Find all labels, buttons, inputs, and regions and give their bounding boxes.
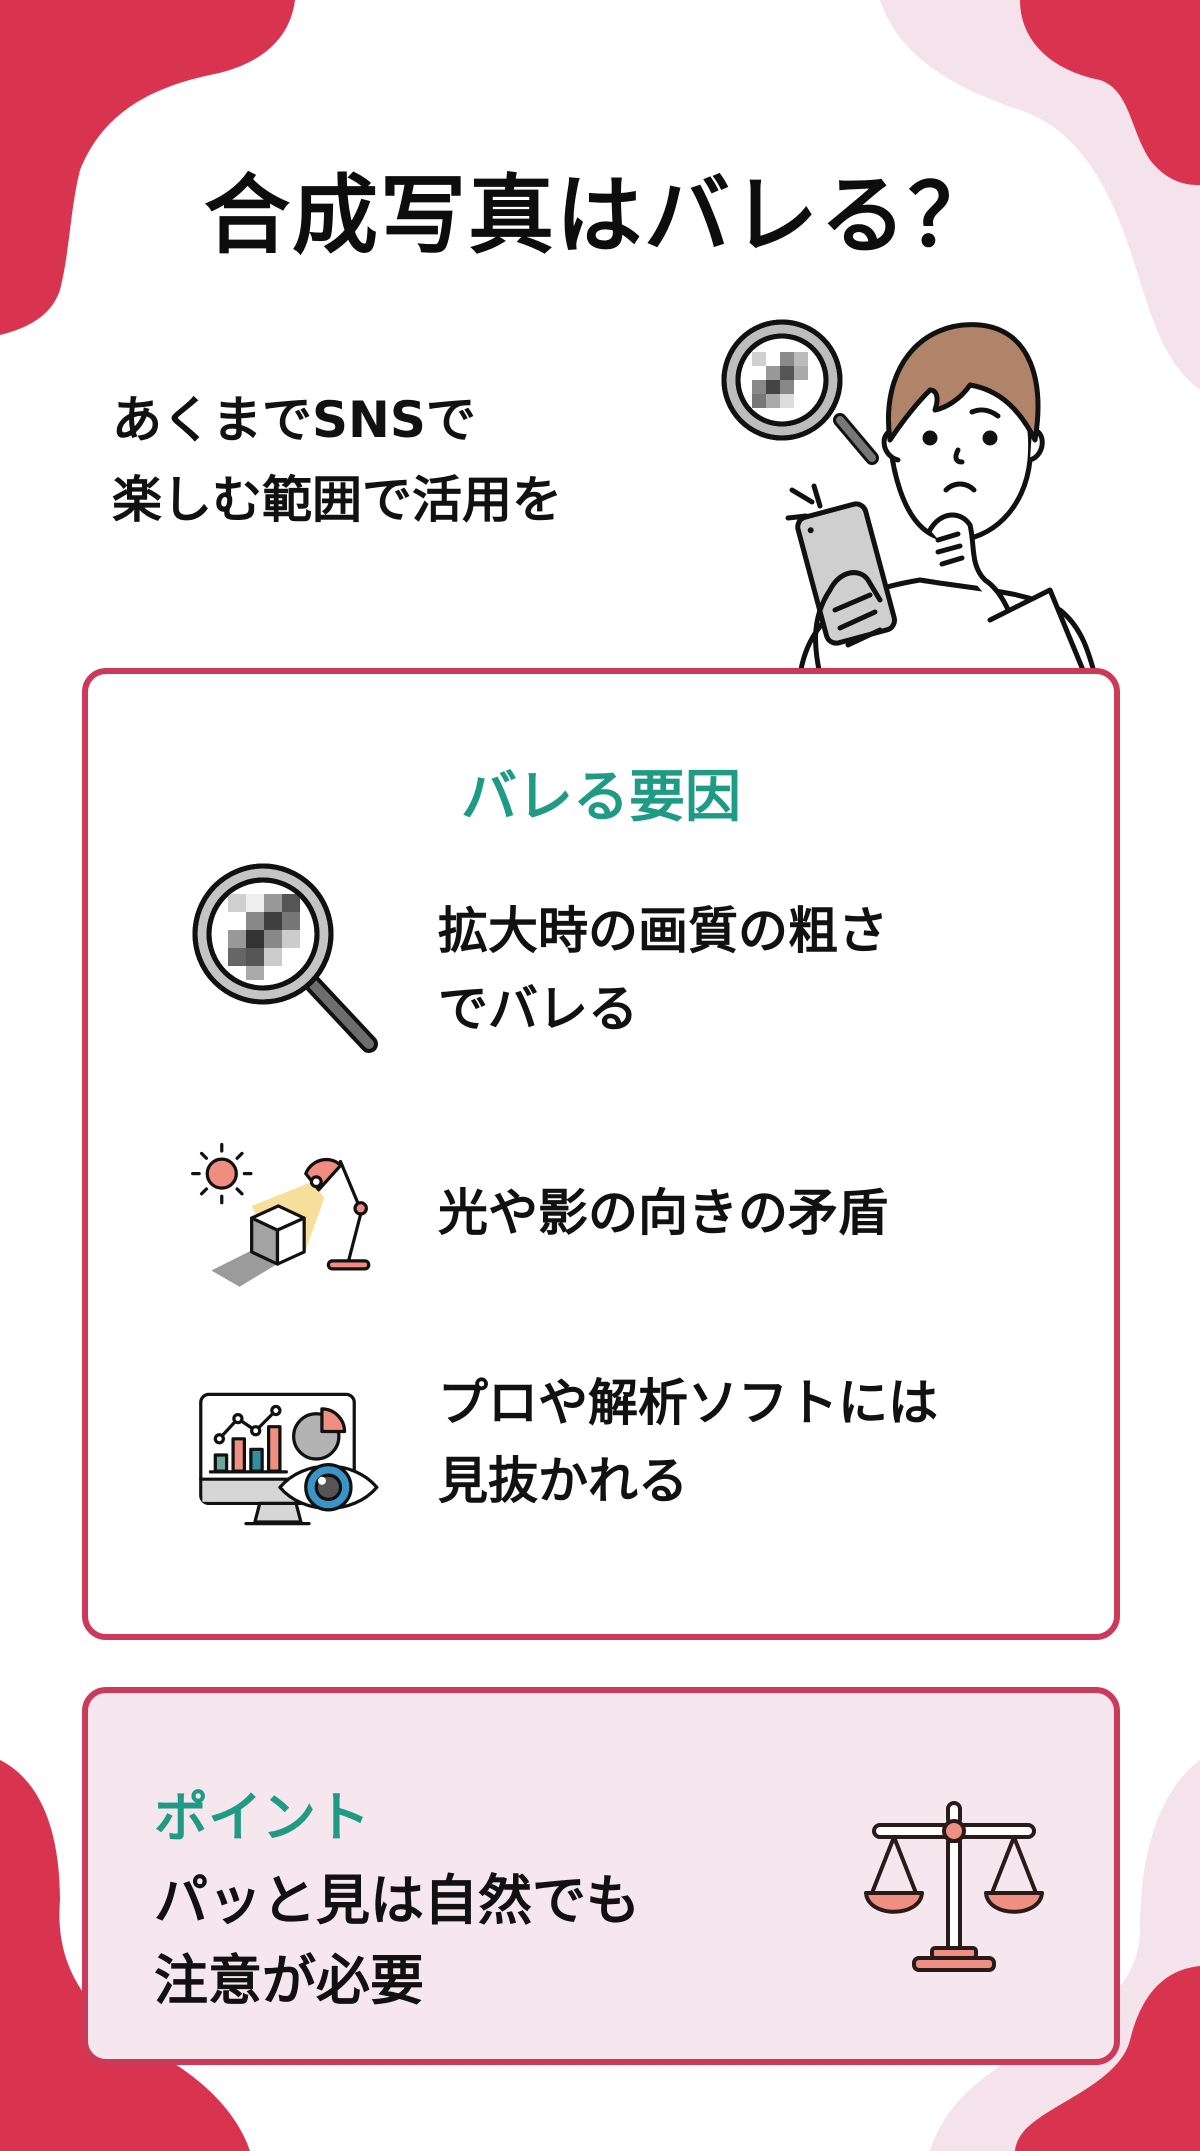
reason-text-line-1: 光や影の向きの矛盾 xyxy=(438,1184,888,1242)
subtitle-line-1: あくまでSNSで xyxy=(112,391,476,449)
magnifier-pixelated-icon xyxy=(192,863,378,1053)
reason-text-line-2: でバレる xyxy=(438,980,638,1038)
subtitle: あくまでSNSで 楽しむ範囲で活用を xyxy=(112,380,562,540)
reason-text-line-1: プロや解析ソフトには xyxy=(438,1374,938,1432)
person-with-phone-illustration xyxy=(721,319,1098,675)
reason-text: 拡大時の画質の粗さ でバレる xyxy=(438,892,888,1048)
point-line-1: パッと見は自然でも xyxy=(154,1869,640,1932)
page-title: 合成写真はバレる？ xyxy=(204,166,996,266)
subtitle-line-2: 楽しむ範囲で活用を xyxy=(112,471,562,529)
reason-text: 光や影の向きの矛盾 xyxy=(438,1174,888,1252)
reason-text: プロや解析ソフトには 見抜かれる xyxy=(438,1364,938,1520)
point-body: パッと見は自然でも 注意が必要 xyxy=(154,1861,640,2021)
reason-text-line-2: 見抜かれる xyxy=(438,1452,688,1510)
point-line-2: 注意が必要 xyxy=(154,1949,424,2012)
reasons-card: バレる要因 xyxy=(82,668,1120,1640)
monitor-analysis-eye-icon xyxy=(199,1392,379,1526)
point-heading: ポイント xyxy=(154,1786,370,1849)
balance-scale-icon xyxy=(864,1801,1044,1972)
reasons-heading: バレる要因 xyxy=(461,765,741,830)
reason-text-line-1: 拡大時の画質の粗さ xyxy=(438,902,888,960)
magnifier-icon xyxy=(721,319,879,465)
point-card: ポイント パッと見は自然でも 注意が必要 xyxy=(82,1687,1120,2065)
light-shadow-lamp-icon xyxy=(191,1142,371,1287)
